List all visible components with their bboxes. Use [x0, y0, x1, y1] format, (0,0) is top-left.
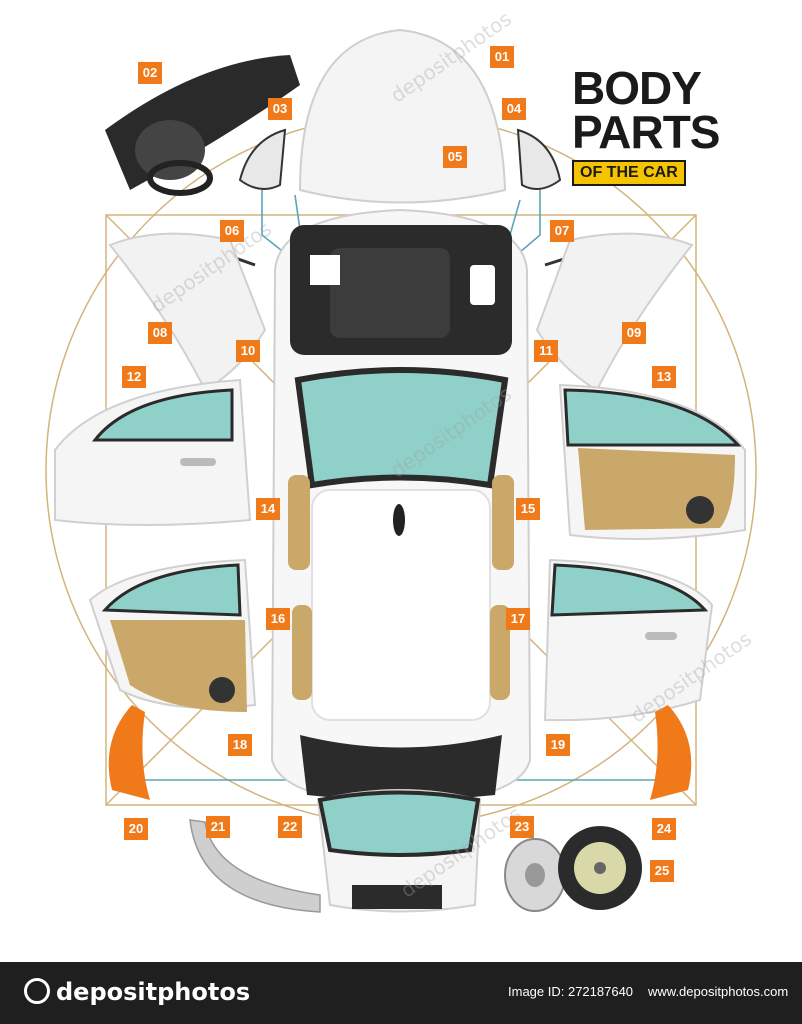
part-tag-01: 01 [490, 46, 514, 68]
windshield [294, 367, 509, 489]
camera-icon [24, 978, 50, 1004]
part-tag-12: 12 [122, 366, 146, 388]
part-tag-11: 11 [534, 340, 558, 362]
part-tag-07: 07 [550, 220, 574, 242]
part-tag-03: 03 [268, 98, 292, 120]
right-taillight-part [650, 705, 692, 800]
left-taillight-part [108, 705, 150, 800]
part-tag-18: 18 [228, 734, 252, 756]
roof [311, 489, 491, 721]
part-tag-02: 02 [138, 62, 162, 84]
front-right-door-part [558, 383, 746, 540]
subtitle-badge: OF THE CAR [572, 160, 686, 186]
rear-right-door-part [543, 558, 714, 722]
part-tag-05: 05 [443, 146, 467, 168]
illustration-canvas: depositphotos depositphotos depositphoto… [45, 6, 757, 913]
title-line-2: PARTS [572, 106, 721, 158]
brand-name: depositphotos [56, 978, 251, 1006]
rear-bumper-part [189, 819, 321, 913]
right-mirror-part [516, 128, 562, 190]
wheel-rim-part [504, 838, 566, 912]
tire-part [558, 826, 642, 910]
left-front-seat [288, 475, 310, 570]
part-tag-09: 09 [622, 322, 646, 344]
rear-left-door-part [88, 558, 257, 712]
right-fender-part [535, 232, 694, 392]
front-left-door-part [54, 378, 252, 526]
part-tag-19: 19 [546, 734, 570, 756]
part-tag-17: 17 [506, 608, 530, 630]
left-mirror-part [238, 128, 287, 190]
part-tag-22: 22 [278, 816, 302, 838]
dashboard-part [105, 55, 300, 196]
part-tag-06: 06 [220, 220, 244, 242]
title-line-1: BODY [572, 62, 702, 114]
left-rear-seat [292, 605, 312, 700]
part-tag-23: 23 [510, 816, 534, 838]
part-tag-20: 20 [124, 818, 148, 840]
left-fender-part [108, 232, 267, 392]
footer-bar: depositphotos Image ID: 272187640 www.de… [0, 962, 802, 1024]
right-rear-seat [490, 605, 510, 700]
part-tag-21: 21 [206, 816, 230, 838]
brand-logo[interactable]: depositphotos [24, 978, 250, 1006]
right-front-seat [492, 475, 514, 570]
trunk-lid-part [316, 789, 482, 913]
part-tag-24: 24 [652, 818, 676, 840]
part-tag-10: 10 [236, 340, 260, 362]
part-tag-04: 04 [502, 98, 526, 120]
part-tag-14: 14 [256, 498, 280, 520]
title-block: BODY PARTS OF THE CAR [572, 62, 721, 186]
part-tag-25: 25 [650, 860, 674, 882]
site-link[interactable]: www.depositphotos.com [648, 984, 789, 999]
part-tag-15: 15 [516, 498, 540, 520]
car-parts-illustration [45, 28, 757, 913]
part-tag-16: 16 [266, 608, 290, 630]
part-tag-13: 13 [652, 366, 676, 388]
hood-part [298, 28, 507, 204]
car-body [270, 208, 532, 807]
image-id-label: Image ID: 272187640 [508, 984, 634, 999]
part-tag-08: 08 [148, 322, 172, 344]
